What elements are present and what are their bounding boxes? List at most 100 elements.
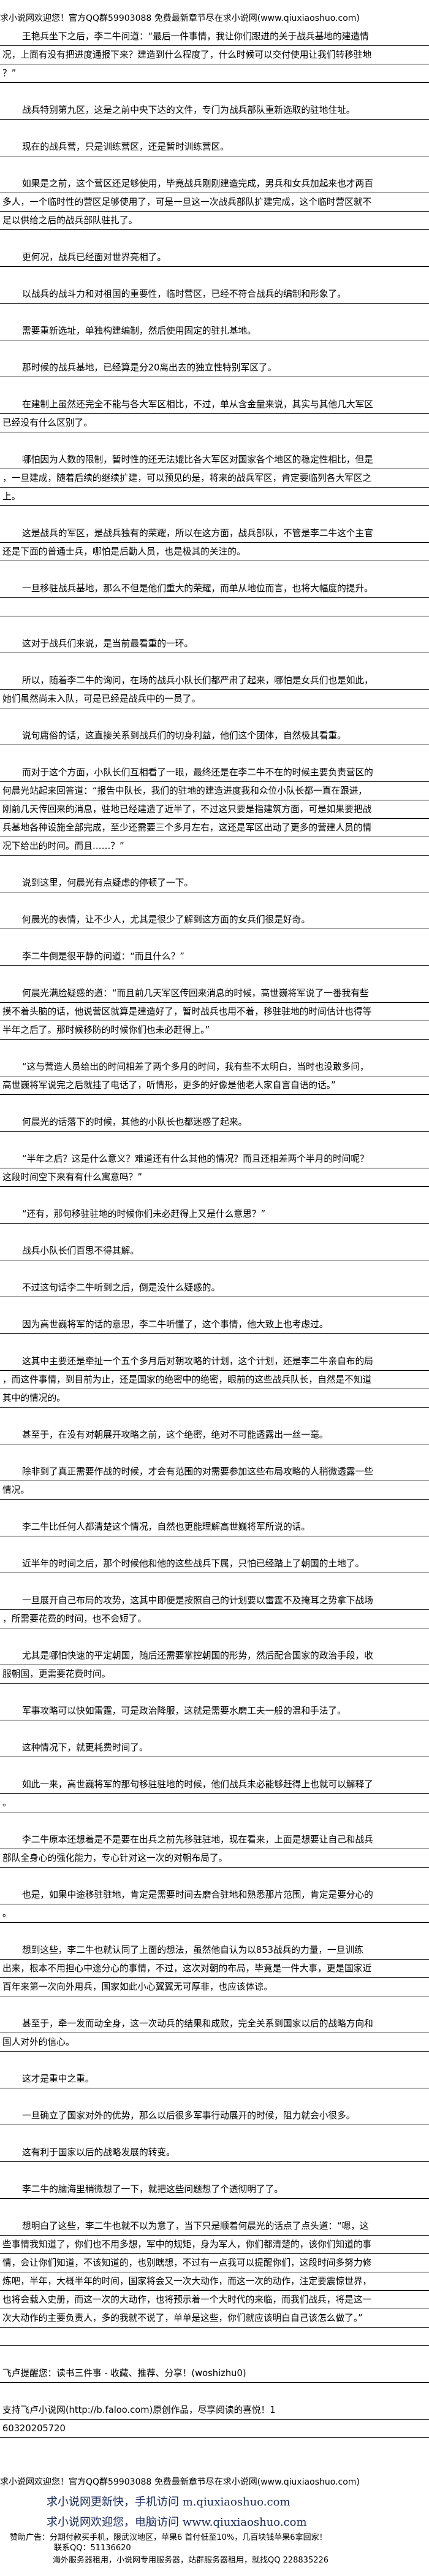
text-line: 。 [0, 1794, 429, 1812]
text-line: 说句庸俗的话，这直接关系到战兵们的切身利益，他们这个团体，自然极其看重。 [0, 727, 429, 745]
sponsor-ad: 赞助广告：分期付款买手机，限武汉地区，苹果6 首付低至10%，几百块钱苹果6拿回… [10, 2533, 327, 2542]
paragraph: “还有，那句移驻驻地的时候你们未必赶得上又是什么意思？” [0, 1205, 429, 1224]
text-line: 国人对外的信心。 [0, 2033, 429, 2052]
pc-access-link[interactable]: 求小说网欢迎您，电脑访问 www.qiuxiaoshuo.com [47, 2516, 307, 2529]
paragraph: 哪怕因为人数的限制，暂时性的还无法媲比各大军区对国家各个地区的稳定性相比，但是，… [0, 451, 429, 506]
paragraph: 需要重新选址，单独构建编制，然后使用固定的驻扎基地。 [0, 322, 429, 340]
paragraph: 军事攻略可以快如雷霆，可是政治降服，这就是需要水磨工夫一般的温和手法了。 [0, 1702, 429, 1720]
text-line: 除非到了真正需要作战的时候，才会有范围的对需要参加这些布局攻略的人稍微透露一些 [0, 1463, 429, 1481]
paragraph: 而对于这个方面，小队长们互相看了一眼，最终还是在李二牛不在的时候主要负责营区的何… [0, 764, 429, 856]
paragraph: 说句庸俗的话，这直接关系到战兵们的切身利益，他们这个团体，自然极其看重。 [0, 727, 429, 745]
site-banner-bottom: 求小说网欢迎您！官方QQ群59903088 免费最新章节尽在求小说网(www.q… [0, 2477, 360, 2487]
paragraph: 除非到了真正需要作战的时候，才会有范围的对需要参加这些布局攻略的人稍微透露一些情… [0, 1463, 429, 1500]
paragraph: “这与营造人员给出的时间相差了两个多月的时间，我有些不太明白，当时也没敢多问，高… [0, 1058, 429, 1095]
text-line: 百年来第一次向外用兵，国家如此小心翼翼无可厚非，也应该体谅。 [0, 1978, 429, 1996]
sponsor-contact: 联系QQ：51136620 [54, 2543, 131, 2553]
text-line: 以战兵的战斗力和对祖国的重要性，临时营区，已经不符合战兵的编制和形象了。 [0, 285, 429, 304]
text-line: 军事攻略可以快如雷霆，可是政治降服，这就是需要水磨工夫一般的温和手法了。 [0, 1702, 429, 1720]
text-line: 60320205720 [0, 2420, 429, 2438]
text-line: 这段时间空下来有有什么寓意吗？” [0, 1168, 429, 1187]
paragraph: 这有利于国家以后的战略发展的转变。 [0, 2144, 429, 2162]
text-line: ，而这件事情，到目前为止，还是国家的绝密中的绝密，眼前的这些战兵队长，自然是不知… [0, 1371, 429, 1389]
paragraph: 如此一来，高世巍将军的那句移驻驻地的时候，他们战兵未必能够赶得上也就可以解释了。 [0, 1776, 429, 1812]
paragraph: 战兵小队长们百思不得其解。 [0, 1242, 429, 1260]
text-line: 摸不着头脑的话，他说营区就算是建造好了，暂时战兵也用不着，移驻驻地的时间估计也得… [0, 1003, 429, 1021]
text-line: 近半年的时间之后，那个时候他和他的这些战兵下属，只怕已经踏上了朝国的土地了。 [0, 1555, 429, 1573]
paragraph: 王艳兵坐下之后，李二牛问道：“最后一件事情，我让你们跟进的关于战兵基地的建造情况… [0, 28, 429, 83]
text-line: 多人，一个临时性的营区足够使用了，可是一旦这一次战兵部队扩建完成，这个临时营区就… [0, 193, 429, 212]
paragraph: 想到这些，李二牛也就认同了上面的想法，虽然他自认为以853战兵的力量，一旦训练出… [0, 1941, 429, 1996]
paragraph: 不过这句话李二牛听到之后，倒是没什么疑惑的。 [0, 1279, 429, 1297]
paragraph: 也是，如果中途移驻驻地，肯定是需要时间去磨合驻地和熟悉那片范围，肯定是要分心的。 [0, 1886, 429, 1923]
text-line: 一旦确立了国家对外的优势，那么以后很多军事行动展开的时候，阻力就会小很多。 [0, 2107, 429, 2125]
text-line: 也是，如果中途移驻驻地，肯定是需要时间去磨合驻地和熟悉那片范围，肯定是要分心的 [0, 1886, 429, 1904]
text-line: 飞卢提醒您：读书三件事 - 收藏、推荐、分享！(woshizhu0) [0, 2364, 429, 2383]
server-ad: 海外服务器租用，小说网专用服务器，站群服务器租用，就找QQ 228835226 [53, 2556, 329, 2565]
text-line: 如此一来，高世巍将军的那句移驻驻地的时候，他们战兵未必能够赶得上也就可以解释了 [0, 1776, 429, 1794]
text-line: 。 [0, 1904, 429, 1923]
text-line: 些事情我知道了，你们也不用多想，军中的规矩，身为军人，你们都清楚的，该你们知道的… [0, 2236, 429, 2254]
text-line: 甚至于，牵一发而动全身，这一次动兵的结果和成败，完全关系到国家以后的战略方向和 [0, 2015, 429, 2033]
paragraph: 以战兵的战斗力和对祖国的重要性，临时营区，已经不符合战兵的编制和形象了。 [0, 285, 429, 304]
paragraph: 何晨光的表情，让不少人，尤其是很少了解到这方面的女兵们很是好奇。 [0, 911, 429, 929]
paragraph: 如果是之前，这个营区还足够使用，毕竟战兵刚刚建造完成，男兵和女兵加起来也才两百多… [0, 175, 429, 230]
text-line: 半年之后了。那时候移防的时候你们也未必赶得上。” [0, 1021, 429, 1040]
text-line: 想明白了这些，李二牛也就不以为意了，当下只是顺着何晨光的话点了点头道：“嗯，这 [0, 2217, 429, 2236]
paragraph: 李二牛比任何人都清楚这个情况，自然也更能理解高世巍将军所说的话。 [0, 1518, 429, 1536]
text-line: 服朝国，更需要花费时间。 [0, 1665, 429, 1684]
text-line: 如果是之前，这个营区还足够使用，毕竟战兵刚刚建造完成，男兵和女兵加起来也才两百 [0, 175, 429, 193]
text-line: 在建制上虽然还完全不能与各大军区相比，不过，单从含金量来说，其实与其他几大军区 [0, 396, 429, 414]
paragraph: 一旦移驻战兵基地，那么不但是他们重大的荣耀，而单从地位而言，也将大幅度的提升。 [0, 580, 429, 616]
text-line: 况，上面有没有把进度通报下来？建造到什么程度了，什么时候可以交付使用让我们转移驻… [0, 46, 429, 64]
text-line: 现在的战兵营，只是训练营区，还是暂时训练营区。 [0, 138, 429, 156]
paragraph: 支持飞卢小说网(http://b.faloo.com)原创作品，尽享阅读的喜悦！… [0, 2401, 429, 2438]
text-line: 上。 [0, 488, 429, 506]
paragraph: “半年之后？这是什么意义？难道还有什么其他的情况？而且还相差两个半月的时间呢？这… [0, 1150, 429, 1187]
paragraph: 这种情况下，就更耗费时间了。 [0, 1739, 429, 1757]
text-line: 不过这句话李二牛听到之后，倒是没什么疑惑的。 [0, 1279, 429, 1297]
paragraph: 近半年的时间之后，那个时候他和他的这些战兵下属，只怕已经踏上了朝国的土地了。 [0, 1555, 429, 1573]
paragraph: 尤其是哪怕快速的平定朝国，随后还需要掌控朝国的形势，然后配合国家的政治手段，收服… [0, 1647, 429, 1684]
paragraph: 现在的战兵营，只是训练营区，还是暂时训练营区。 [0, 138, 429, 156]
text-line: 刚前几天传回来的消息，驻地已经建造了近半了，不过这只要是指建筑方面，可是如果要把… [0, 800, 429, 819]
text-line: 兵基地各种设施全部完成，至少还需要三个多月左右，这还是军区出动了更多的营建人员的… [0, 819, 429, 837]
text-line: 想到这些，李二牛也就认同了上面的想法，虽然他自认为以853战兵的力量，一旦训练 [0, 1941, 429, 1960]
paragraph: 在建制上虽然还完全不能与各大军区相比，不过，单从含金量来说，其实与其他几大军区已… [0, 396, 429, 432]
text-line: 说到这里，何晨光有点疑虑的停顿了一下。 [0, 874, 429, 892]
text-line: ，所需要花费的时间，也不会短了。 [0, 1610, 429, 1628]
text-line: “半年之后？这是什么意义？难道还有什么其他的情况？而且还相差两个半月的时间呢？ [0, 1150, 429, 1168]
text-line: 李二牛的脑海里稍微想了一下，就把这些问题想了个透彻明了了。 [0, 2180, 429, 2199]
text-line: 一旦展开自己布局的攻势，这其中即便是按照自己的计划要以雷霆不及掩耳之势拿下战场 [0, 1592, 429, 1610]
paragraph: 李二牛的脑海里稍微想了一下，就把这些问题想了个透彻明了了。 [0, 2180, 429, 2199]
text-line: 需要重新选址，单独构建编制，然后使用固定的驻扎基地。 [0, 322, 429, 340]
text-line: 这才是重中之重。 [0, 2070, 429, 2088]
chapter-page: 求小说网欢迎您！官方QQ群59903088 免费最新章节尽在求小说网(www.q… [0, 9, 429, 2456]
paragraph: 这对于战兵们来说，是当前最看重的一环。 [0, 635, 429, 653]
paragraph: 何晨光满脸疑惑的道：“而且前几天军区传回来消息的时候，高世巍将军说了一番我有些摸… [0, 984, 429, 1040]
text-line: 何晨光的表情，让不少人，尤其是很少了解到这方面的女兵们很是好奇。 [0, 911, 429, 929]
text-line: 也将会载入史册，而这一次的大动作，也将预示着一个大时代的来临，而我们战兵，将是这… [0, 2291, 429, 2309]
text-line: 何晨光满脸疑惑的道：“而且前几天军区传回来消息的时候，高世巍将军说了一番我有些 [0, 984, 429, 1003]
text-line: 李二牛原本还想着是不是要在出兵之前先移驻驻地，现在看来，上面是想要让自己和战兵 [0, 1831, 429, 1849]
paragraph: 这才是重中之重。 [0, 2070, 429, 2088]
text-line: 还是下面的普通士兵，哪怕是后勤人员，也是极其的关注的。 [0, 543, 429, 561]
text-line: 她们虽然尚未入队，可是已经是战兵中的一员了。 [0, 690, 429, 708]
text-line: 情，会让你们知道，不该知道的，也别瞎想，不过有一点我可以提醒你们，这段时间多努力… [0, 2254, 429, 2272]
text-line [0, 2328, 429, 2346]
text-line: 况下给出的时间。而且……？” [0, 837, 429, 856]
text-line: 更何况，战兵已经面对世界亮相了。 [0, 248, 429, 267]
text-line: 战兵特别第九区，这是之前中央下达的文件，专门为战兵部队重新选取的驻地住址。 [0, 101, 429, 120]
paragraph: 想明白了这些，李二牛也就不以为意了，当下只是顺着何晨光的话点了点头道：“嗯，这些… [0, 2217, 429, 2346]
paragraph: 那时候的战兵基地，已经算是分20离出去的独立性特别军区了。 [0, 359, 429, 377]
paragraph: 这是战兵的军区，是战兵独有的荣耀，所以在这方面，战兵部队，不管是李二牛这个主官还… [0, 524, 429, 561]
paragraph: 更何况，战兵已经面对世界亮相了。 [0, 248, 429, 267]
text-line: 情况。 [0, 1481, 429, 1500]
paragraph: 李二牛原本还想着是不是要在出兵之前先移驻驻地，现在看来，上面是想要让自己和战兵部… [0, 1831, 429, 1868]
text-line: 而对于这个方面，小队长们互相看了一眼，最终还是在李二牛不在的时候主要负责营区的 [0, 764, 429, 782]
text-line: 一旦移驻战兵基地，那么不但是他们重大的荣耀，而单从地位而言，也将大幅度的提升。 [0, 580, 429, 598]
text-line: 已经没有什么区别了。 [0, 414, 429, 432]
paragraph: 一旦确立了国家对外的优势，那么以后很多军事行动展开的时候，阻力就会小很多。 [0, 2107, 429, 2125]
paragraph: 战兵特别第九区，这是之前中央下达的文件，专门为战兵部队重新选取的驻地住址。 [0, 101, 429, 120]
mobile-access-link[interactable]: 求小说网更新快，手机访问 m.qiuxiaoshuo.com [47, 2496, 290, 2509]
text-line: 那时候的战兵基地，已经算是分20离出去的独立性特别军区了。 [0, 359, 429, 377]
